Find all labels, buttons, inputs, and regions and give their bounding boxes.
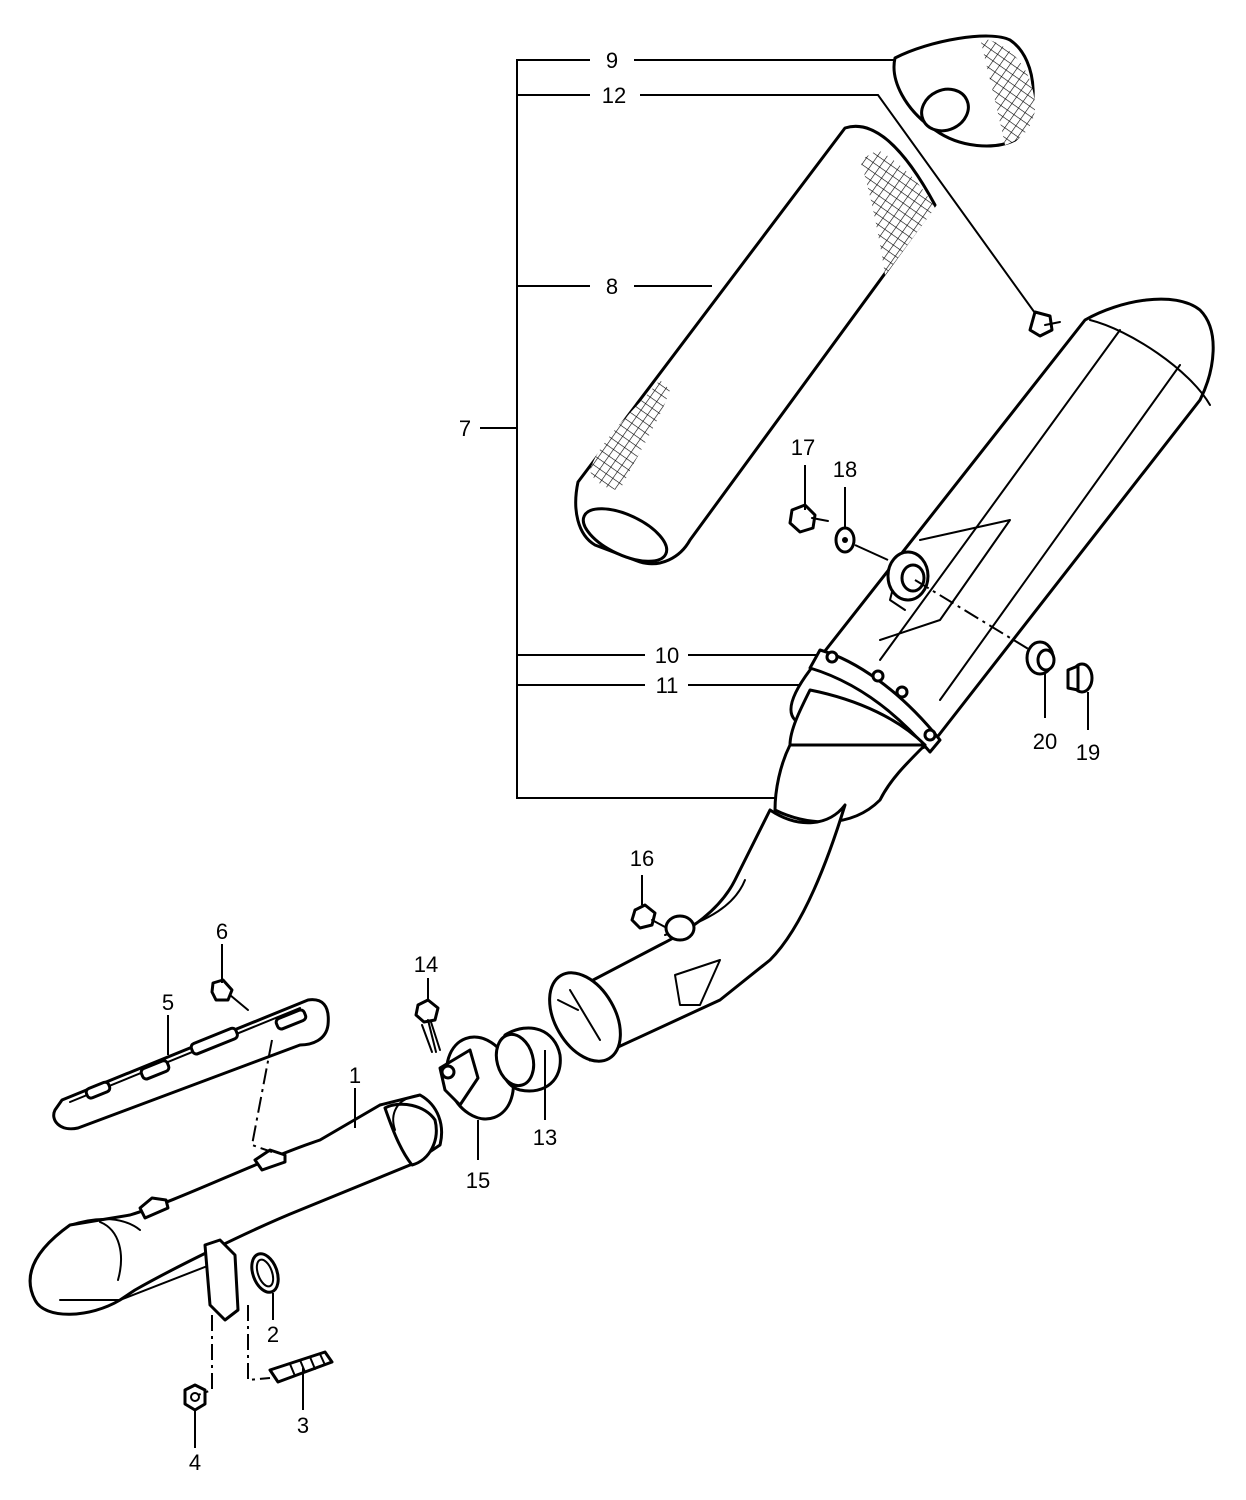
callout-20: 20 bbox=[1033, 729, 1057, 754]
bolt-part-12 bbox=[1028, 310, 1061, 338]
callout-1: 1 bbox=[349, 1063, 361, 1088]
callout-5: 5 bbox=[162, 990, 174, 1015]
callout-18: 18 bbox=[833, 457, 857, 482]
callout-6: 6 bbox=[216, 919, 228, 944]
callout-7: 7 bbox=[459, 416, 471, 441]
stud-part-3 bbox=[268, 1350, 334, 1384]
gasket-part-2 bbox=[250, 1252, 280, 1294]
nut-part-4 bbox=[183, 1383, 207, 1412]
grommet-part-20 bbox=[1025, 640, 1056, 676]
callout-labels: 1 2 3 4 5 6 7 8 9 10 11 12 13 14 15 16 1… bbox=[162, 48, 1100, 1475]
callout-11: 11 bbox=[656, 673, 679, 698]
callout-3: 3 bbox=[297, 1413, 309, 1438]
callout-14: 14 bbox=[414, 952, 438, 977]
assembly-bracket bbox=[480, 59, 1041, 799]
washer-part-18 bbox=[834, 526, 856, 554]
callout-15: 15 bbox=[466, 1168, 490, 1193]
callout-2: 2 bbox=[267, 1322, 279, 1347]
bolt-part-17 bbox=[788, 503, 829, 534]
callout-4: 4 bbox=[189, 1450, 201, 1475]
callout-10: 10 bbox=[655, 643, 679, 668]
end-cap-part-9 bbox=[892, 34, 1035, 148]
rear-pipe bbox=[548, 803, 847, 1063]
callout-13: 13 bbox=[533, 1125, 557, 1150]
bolt-part-16 bbox=[630, 903, 696, 942]
collar-part-19 bbox=[1066, 662, 1094, 694]
header-pipe-part-1 bbox=[28, 1093, 444, 1322]
callout-19: 19 bbox=[1076, 740, 1100, 765]
muffler-cover-part-8 bbox=[574, 124, 937, 566]
heat-shield-part-5 bbox=[52, 998, 330, 1131]
callout-17: 17 bbox=[791, 435, 815, 460]
callout-16: 16 bbox=[630, 846, 654, 871]
muffler-body bbox=[773, 297, 1215, 824]
leader-lines bbox=[167, 465, 1089, 1448]
bolt-part-6 bbox=[210, 978, 249, 1011]
gasket-part-13 bbox=[494, 1026, 562, 1093]
callout-9: 9 bbox=[606, 48, 618, 73]
callout-8: 8 bbox=[606, 274, 618, 299]
bolt-part-14 bbox=[414, 998, 441, 1053]
callout-12: 12 bbox=[602, 83, 626, 108]
